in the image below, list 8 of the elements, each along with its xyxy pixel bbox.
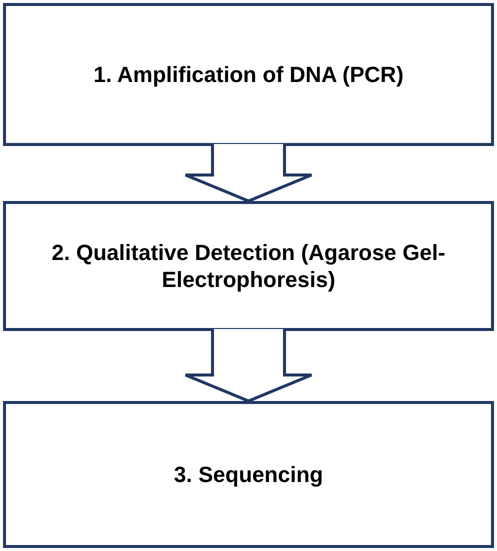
process-box: [3, 201, 494, 331]
block-arrow: [184, 142, 313, 203]
block-arrow: [184, 328, 313, 403]
step-label: 2. Qualitative Detection (Agarose Gel-Electrophoresis): [50, 238, 446, 294]
step-label: 1. Amplification of DNA (PCR): [93, 60, 404, 88]
process-box: [3, 401, 494, 548]
step-label: 3. Sequencing: [174, 460, 324, 488]
process-box: [3, 3, 494, 146]
